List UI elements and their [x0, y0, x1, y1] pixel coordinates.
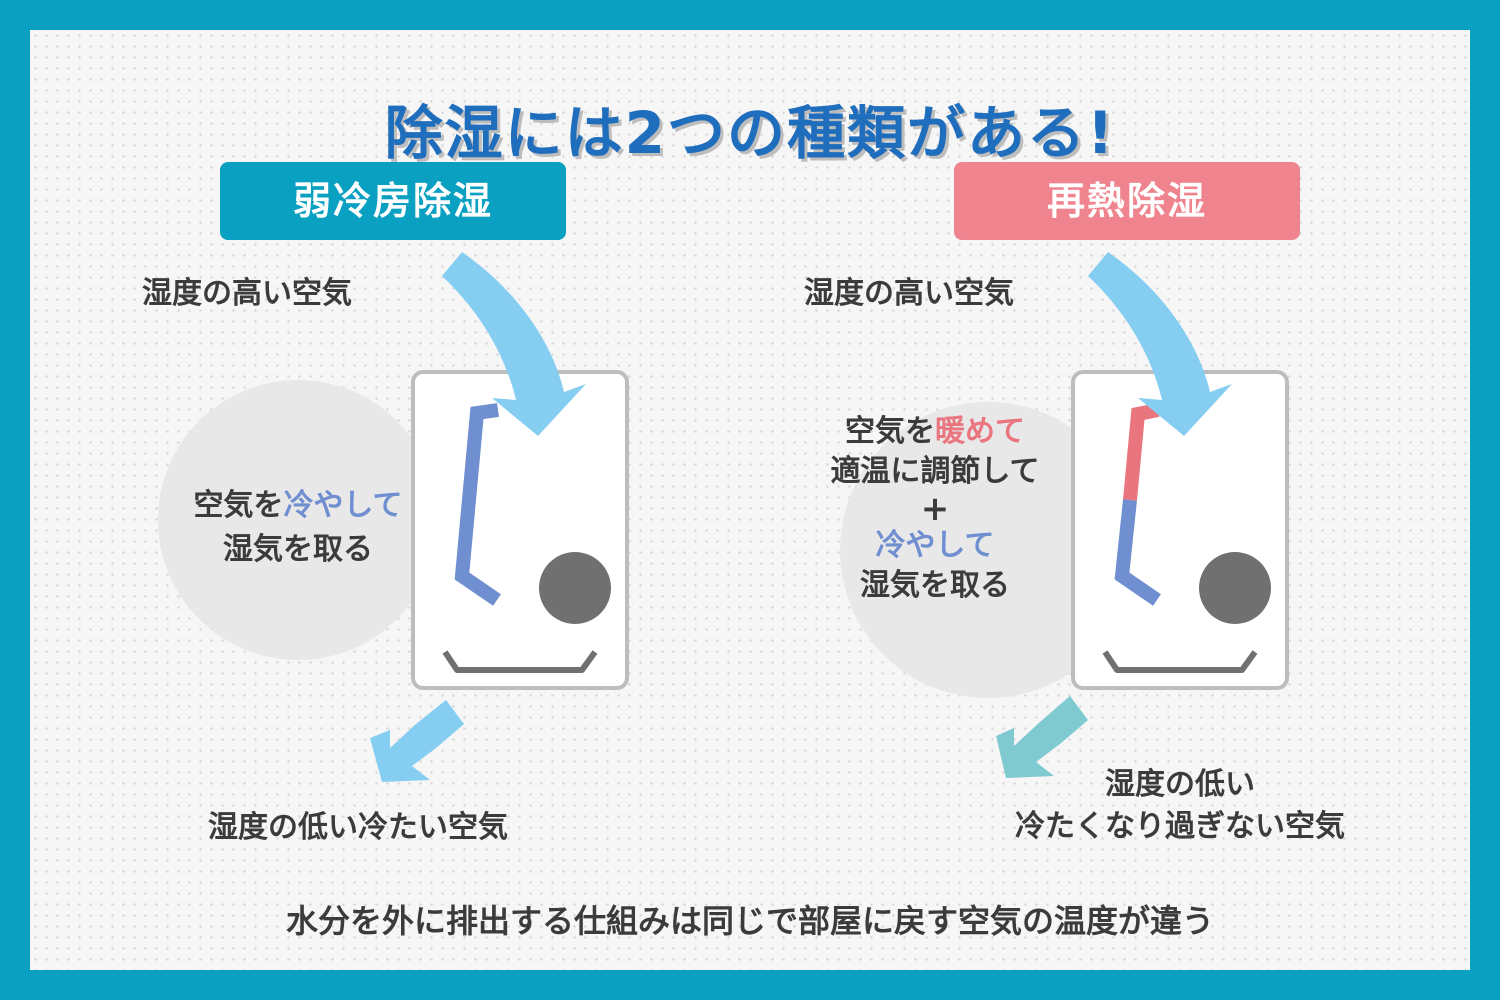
right-process-prefix: 空気を: [845, 414, 935, 449]
right-heating-coil: [1123, 403, 1160, 501]
right-output-line1: 湿度の低い: [1105, 767, 1255, 802]
right-process-highlight-warm: 暖めて: [935, 414, 1025, 449]
left-process-line1: 空気を冷やして: [168, 480, 428, 524]
right-fan-icon: [1199, 552, 1271, 624]
right-process-text: 空気を暖めて 適温に調節して + 冷やして 湿気を取る: [790, 412, 1080, 606]
left-arrow-in-icon: [442, 252, 586, 436]
right-cooling-coil: [1114, 499, 1161, 606]
right-arrow-out-icon: [996, 696, 1088, 778]
left-process-prefix: 空気を: [193, 488, 284, 523]
page-title: 除湿には2つの種類がある!: [384, 99, 1116, 167]
right-output-line2: 冷たくなり過ぎない空気: [1015, 809, 1345, 844]
footer-note: 水分を外に排出する仕組みは同じで部屋に戻す空気の温度が違う: [285, 902, 1214, 940]
right-process-circle: [840, 402, 1136, 698]
left-process-highlight: 冷やして: [283, 488, 403, 523]
right-output-air-label: 湿度の低い 冷たくなり過ぎない空気: [960, 764, 1400, 848]
right-heading-badge: 再熱除湿: [954, 162, 1300, 240]
left-cooling-coil: [454, 403, 501, 606]
right-process-plus: +: [920, 489, 950, 529]
left-input-air-label: 湿度の高い空気: [142, 276, 352, 311]
left-output-air-label: 湿度の低い冷たい空気: [208, 810, 508, 845]
right-arrow-in-icon: [1088, 252, 1232, 436]
left-heading-badge: 弱冷房除湿: [220, 162, 566, 240]
right-drain-tray: [1102, 650, 1258, 673]
infographic-frame: 除湿には2つの種類がある! 弱冷房除湿 湿度の高い空気 空気を冷やして 湿気を取…: [30, 30, 1470, 970]
right-process-line1: 空気を暖めて: [790, 412, 1080, 452]
left-drain-tray: [442, 650, 598, 673]
left-fan-icon: [539, 552, 611, 624]
left-process-circle: [158, 380, 438, 660]
left-arrow-out-icon: [370, 700, 464, 782]
diagram-graphics: [158, 252, 1289, 782]
right-process-line2: 適温に調節して: [830, 454, 1040, 489]
left-process-line2: 湿気を取る: [223, 532, 373, 567]
right-process-line4: 湿気を取る: [860, 568, 1010, 603]
left-process-text: 空気を冷やして 湿気を取る: [168, 480, 428, 568]
right-process-highlight-cool: 冷やして: [875, 528, 995, 563]
right-input-air-label: 湿度の高い空気: [804, 276, 1014, 311]
